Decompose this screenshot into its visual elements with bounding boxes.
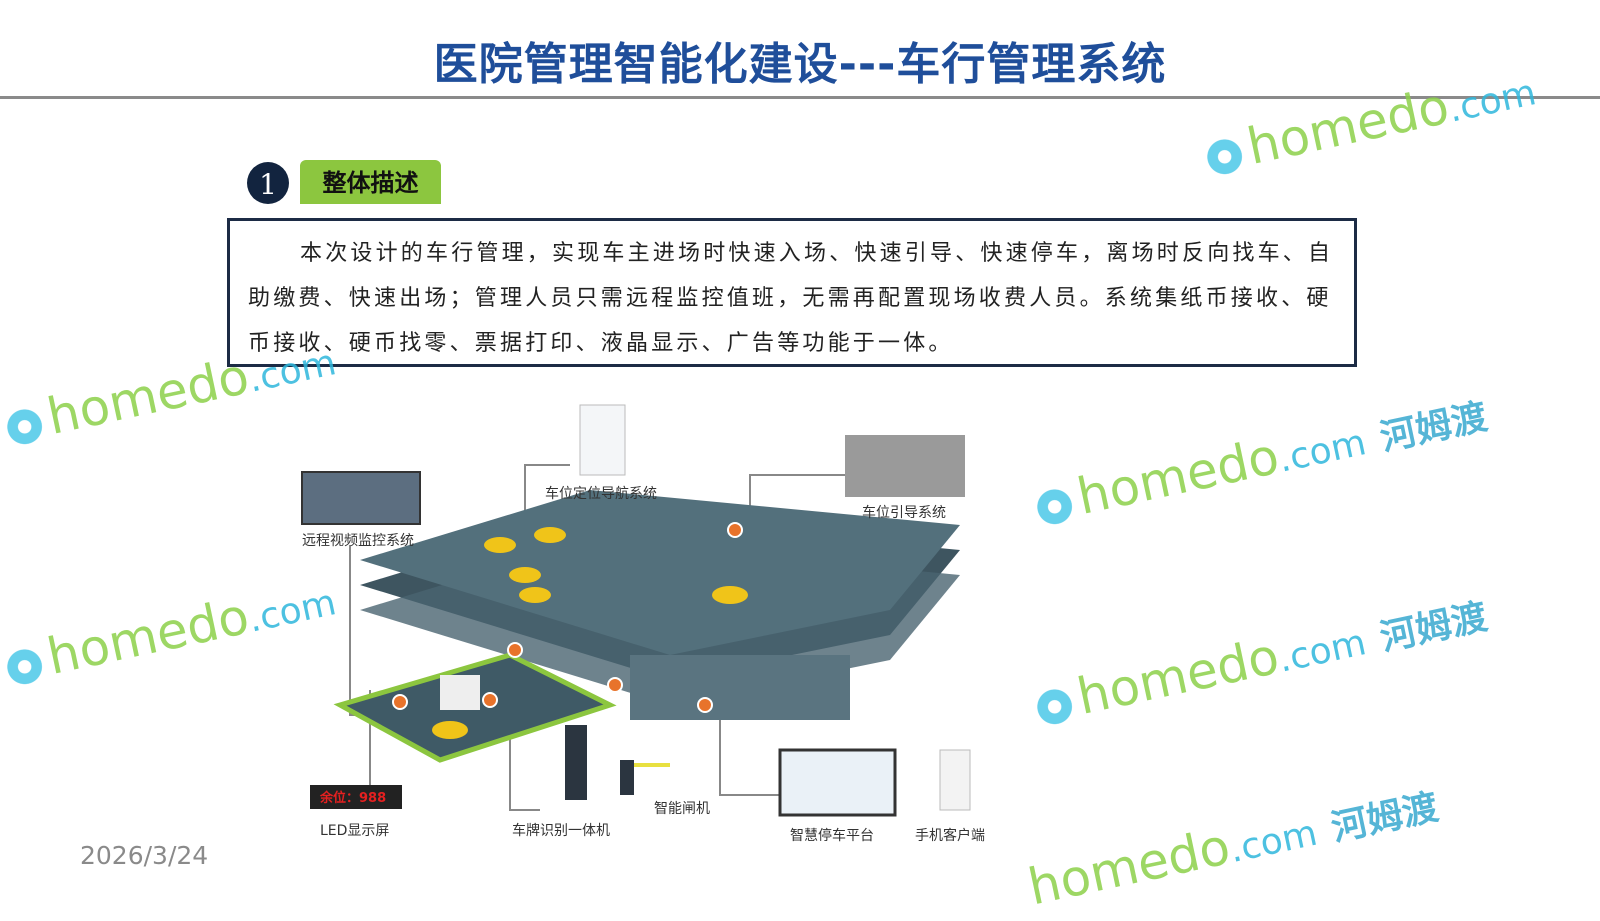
mobile-phone — [939, 749, 971, 811]
flower-logo-icon — [1024, 476, 1085, 536]
guard-booth — [440, 675, 480, 710]
title-divider — [0, 96, 1600, 99]
flower-logo-icon — [0, 396, 55, 456]
label-mobile: 手机客户端 — [915, 828, 985, 844]
plate-recognition-unit — [565, 725, 587, 800]
parking-system-diagram: 余位：988 远程视频监控系统 车位定位导航系统 车位引导系统 LED显示屏 车… — [290, 400, 990, 860]
sensor-markers — [392, 522, 743, 713]
label-guide-system: 车位引导系统 — [862, 505, 946, 521]
video-wall — [301, 471, 421, 525]
label-video-monitoring: 远程视频监控系统 — [302, 533, 414, 549]
label-plate-recognition: 车牌识别一体机 — [512, 823, 610, 839]
watermark: homedo.com 河姆渡 — [1024, 384, 1493, 542]
label-gate: 智能闸机 — [654, 801, 710, 817]
section-number-badge: 1 — [247, 162, 289, 204]
slide-date: 2026/3/24 — [80, 841, 209, 870]
watermark: homedo.com 河姆渡 — [1024, 584, 1493, 742]
slide-title: 医院管理智能化建设---车行管理系统 — [433, 39, 1167, 90]
description-box: 本次设计的车行管理，实现车主进场时快速入场、快速引导、快速停车，离场时反向找车、… — [227, 218, 1357, 367]
label-platform: 智慧停车平台 — [790, 828, 874, 844]
flower-logo-icon — [0, 636, 55, 696]
flower-logo-icon — [1194, 126, 1255, 186]
label-led: LED显示屏 — [320, 823, 390, 839]
nav-phone — [579, 404, 626, 476]
watermark: homedo.com 河姆渡 — [1023, 786, 1443, 917]
section-heading: 整体描述 — [300, 160, 441, 204]
guide-photo — [845, 435, 965, 497]
building-block — [630, 655, 850, 720]
platform-tablet — [778, 748, 897, 817]
gate-unit — [620, 760, 634, 795]
parking-level-1 — [360, 490, 960, 655]
cars — [432, 527, 748, 739]
led-display-text: 余位：988 — [319, 790, 386, 806]
flower-logo-icon — [1024, 676, 1085, 736]
led-display — [310, 785, 402, 809]
parking-lot-illustration: 余位：988 — [301, 404, 971, 817]
label-nav-system: 车位定位导航系统 — [545, 486, 657, 502]
